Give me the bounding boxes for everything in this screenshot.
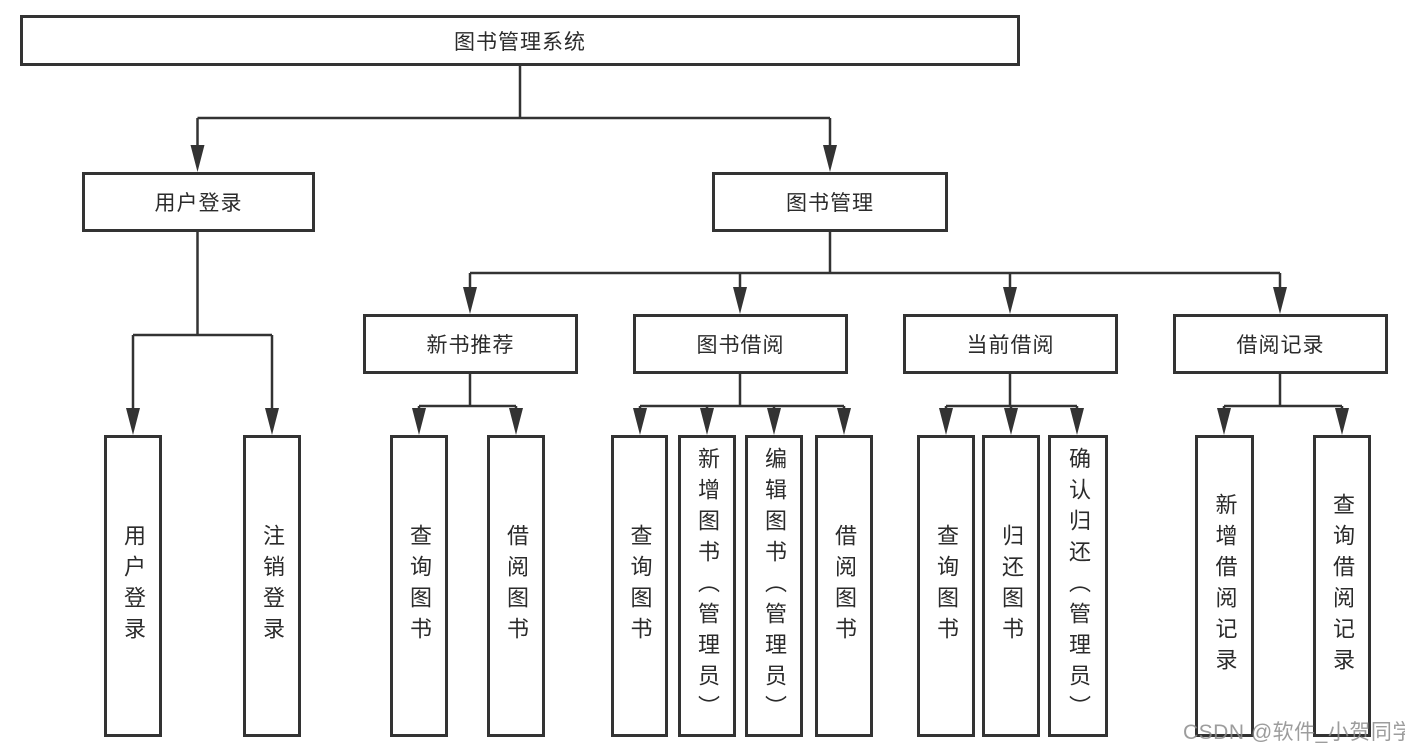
leaf-edit-books-admin-label: 编辑图书（管理员） [762, 446, 787, 726]
node-user-login: 用户登录 [82, 172, 315, 232]
watermark: CSDN @软件_小贺同学 [1183, 721, 1405, 744]
leaf-borrow-books-label: 借阅图书 [832, 524, 857, 648]
leaf-current-query-books: 查询图书 [917, 435, 975, 737]
leaf-query-borrow-record-label: 查询借阅记录 [1330, 493, 1355, 679]
node-current-borrow-label: 当前借阅 [966, 334, 1055, 357]
leaf-recommend-query-books-label: 查询图书 [407, 524, 432, 648]
leaf-borrow-books: 借阅图书 [815, 435, 873, 737]
node-book-management: 图书管理 [712, 172, 948, 232]
leaf-logout-label: 注销登录 [260, 524, 285, 648]
leaf-edit-books-admin: 编辑图书（管理员） [745, 435, 803, 737]
leaf-recommend-query-books: 查询图书 [390, 435, 448, 737]
node-book-borrow: 图书借阅 [633, 314, 848, 374]
node-new-book-recommend: 新书推荐 [363, 314, 578, 374]
leaf-user-login-label: 用户登录 [121, 524, 146, 648]
leaf-confirm-return-admin-label: 确认归还（管理员） [1066, 446, 1091, 726]
leaf-borrow-query-books-label: 查询图书 [627, 524, 653, 648]
leaf-recommend-borrow-books: 借阅图书 [487, 435, 545, 737]
leaf-add-books-admin: 新增图书（管理员） [678, 435, 736, 737]
leaf-add-borrow-record-label: 新增借阅记录 [1212, 493, 1238, 679]
node-root: 图书管理系统 [20, 15, 1020, 66]
node-new-book-recommend-label: 新书推荐 [426, 334, 515, 357]
node-borrow-records-label: 借阅记录 [1236, 334, 1325, 357]
leaf-return-books: 归还图书 [982, 435, 1040, 737]
node-book-management-label: 图书管理 [786, 192, 874, 215]
node-root-label: 图书管理系统 [454, 30, 586, 54]
leaf-add-borrow-record: 新增借阅记录 [1195, 435, 1254, 737]
leaf-query-borrow-record: 查询借阅记录 [1313, 435, 1371, 737]
leaf-return-books-label: 归还图书 [999, 524, 1024, 648]
node-current-borrow: 当前借阅 [903, 314, 1118, 374]
arrowheads [126, 145, 1349, 435]
leaf-borrow-query-books: 查询图书 [611, 435, 668, 737]
leaf-current-query-books-label: 查询图书 [934, 524, 959, 648]
leaf-recommend-borrow-books-label: 借阅图书 [504, 524, 529, 648]
node-borrow-records: 借阅记录 [1173, 314, 1388, 374]
leaf-add-books-admin-label: 新增图书（管理员） [695, 446, 720, 726]
node-user-login-label: 用户登录 [154, 192, 243, 215]
leaf-logout: 注销登录 [243, 435, 301, 737]
leaf-user-login: 用户登录 [104, 435, 162, 737]
leaf-confirm-return-admin: 确认归还（管理员） [1048, 435, 1108, 737]
node-book-borrow-label: 图书借阅 [696, 334, 785, 357]
